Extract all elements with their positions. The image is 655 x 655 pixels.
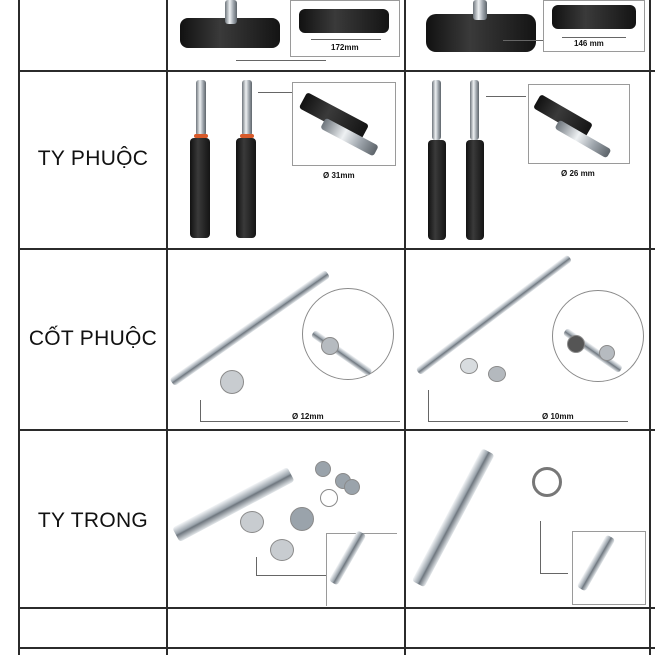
left-fork-dim: Ø 31mm	[323, 171, 355, 180]
table-border-left	[18, 0, 20, 655]
right-fork-image: Ø 26 mm	[408, 72, 648, 246]
table-divider-1	[166, 0, 168, 655]
row-label-fork-tube: TY PHUỘC	[37, 147, 149, 170]
row-label-inner-tube: TY TRONG	[37, 509, 149, 532]
row-divider-1	[18, 70, 655, 72]
row-divider-3	[18, 429, 655, 431]
row-divider-4	[18, 607, 655, 609]
row-divider-5	[18, 647, 655, 649]
left-inner-tube-image	[170, 431, 402, 606]
right-axle-image: Ø 10mm	[408, 250, 648, 427]
row-divider-2	[18, 248, 655, 250]
right-fork-dim: Ø 26 mm	[561, 169, 595, 178]
right-inner-tube-image	[408, 431, 648, 605]
right-axle-dim: Ø 10mm	[542, 412, 574, 421]
left-fork-image: Ø 31mm	[170, 72, 402, 246]
right-triple-clamp-dim: 146 mm	[574, 39, 604, 48]
table-border-right	[649, 0, 651, 655]
left-axle-image: Ø 12mm	[169, 250, 402, 427]
row-label-axle: CỐT PHUỘC	[28, 327, 158, 350]
left-triple-clamp-image: 172mm	[170, 0, 402, 68]
right-triple-clamp-image: 146 mm	[408, 0, 648, 68]
table-divider-2	[404, 0, 406, 655]
left-triple-clamp-dim: 172mm	[331, 43, 359, 52]
left-axle-dim: Ø 12mm	[292, 412, 324, 421]
